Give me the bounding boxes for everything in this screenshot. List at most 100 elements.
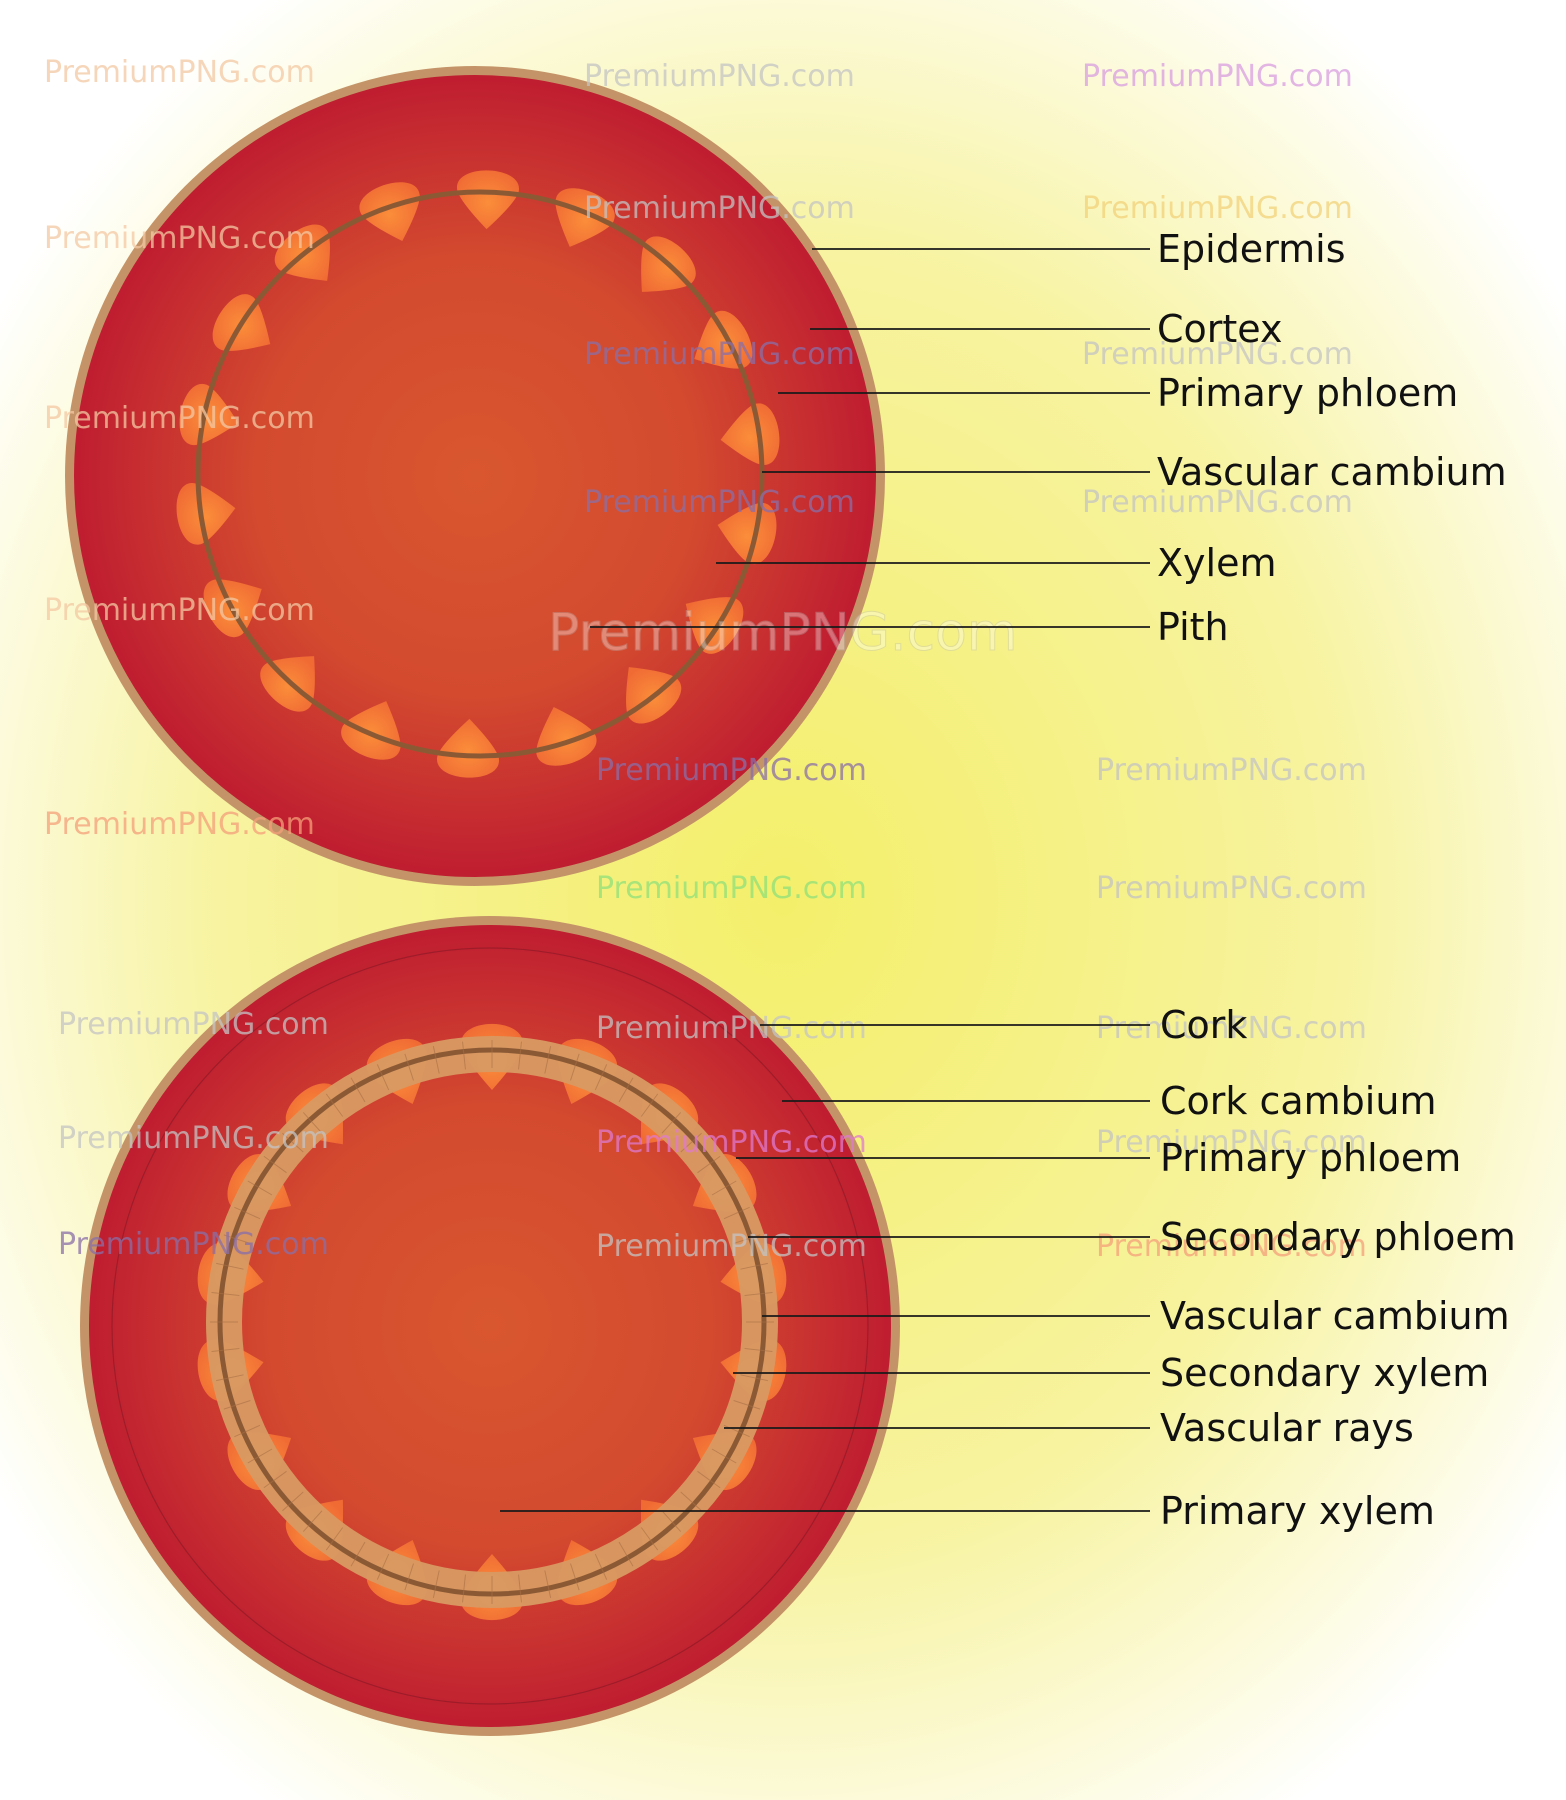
label-secondary-xylem: Secondary xylem: [1160, 1351, 1489, 1395]
vascular-ray: [594, 1064, 608, 1091]
label-pith: Pith: [1157, 605, 1229, 649]
vascular-ray: [216, 1374, 244, 1382]
vascular-ray: [325, 1527, 344, 1551]
watermark-text: PremiumPNG.com: [1082, 191, 1353, 226]
vascular-ray: [570, 1053, 580, 1081]
vascular-ray: [223, 1234, 251, 1244]
watermark-text: PremiumPNG.com: [44, 593, 315, 628]
label-primary-phloem: Primary phloem: [1157, 371, 1458, 415]
label-vascular-cambium-2: Vascular cambium: [1160, 1294, 1510, 1338]
vascular-ray: [211, 1348, 240, 1352]
vascular-ray: [404, 1563, 414, 1591]
watermark-text: PremiumPNG.com: [584, 485, 855, 520]
vascular-ray: [518, 1574, 522, 1603]
watermark-text: PremiumPNG.com: [1082, 485, 1353, 520]
vascular-ray: [711, 1180, 737, 1196]
watermark-text: PremiumPNG.com: [1096, 871, 1367, 906]
vascular-ray: [432, 1570, 440, 1598]
vascular-ray: [263, 1155, 287, 1174]
vascular-ray: [661, 1112, 682, 1134]
labels: Epidermis Cortex Primary phloem Vascular…: [1157, 227, 1516, 1533]
primary-vascular-bundle: [555, 188, 615, 247]
primary-vascular-bundle: [720, 403, 780, 466]
vascular-ray: [462, 1041, 466, 1070]
vascular-ray: [282, 1132, 304, 1153]
watermark-text: PremiumPNG.com: [1096, 1229, 1367, 1264]
watermark-text: PremiumPNG.com: [1082, 59, 1353, 94]
watermark-text: PremiumPNG.com: [1096, 753, 1367, 788]
vascular-ray: [723, 1206, 750, 1220]
watermark-text: PremiumPNG.com: [596, 1125, 867, 1160]
vascular-ray: [234, 1424, 261, 1438]
vascular-ray: [697, 1155, 721, 1174]
primary-vascular-bundle: [717, 502, 777, 565]
secondary-cork-cambium-ring: [111, 947, 869, 1705]
watermark-text: PremiumPNG.com: [1082, 337, 1353, 372]
watermark-text: PremiumPNG.com: [584, 337, 855, 372]
vascular-ray: [618, 1541, 634, 1567]
vascular-ray: [740, 1262, 768, 1270]
primary-vascular-bundle: [359, 182, 420, 241]
label-epidermis: Epidermis: [1157, 227, 1346, 271]
primary-vascular-cambium-ring: [195, 189, 765, 759]
watermark-text: PremiumPNG.com: [44, 401, 315, 436]
watermark-text: PremiumPNG.com: [1096, 1125, 1367, 1160]
watermark-text: PremiumPNG.com: [596, 1229, 867, 1264]
vascular-ray: [223, 1400, 251, 1410]
label-primary-phloem-2: Primary phloem: [1160, 1136, 1461, 1180]
primary-vascular-bundle: [456, 170, 520, 230]
secondary-stem-cross-section: [80, 916, 900, 1736]
vascular-ray: [211, 1292, 240, 1296]
label-primary-xylem: Primary xylem: [1160, 1489, 1435, 1533]
vascular-ray: [263, 1470, 287, 1489]
vascular-ray: [350, 1541, 366, 1567]
watermark-text-large: PremiumPNG.com: [548, 603, 1018, 663]
watermark-text: PremiumPNG.com: [584, 59, 855, 94]
vascular-ray: [661, 1510, 682, 1532]
vascular-ray: [711, 1448, 737, 1464]
watermark-text: PremiumPNG.com: [58, 1227, 329, 1262]
watermark-text: PremiumPNG.com: [584, 191, 855, 226]
label-cork: Cork: [1160, 1003, 1247, 1047]
vascular-ray: [570, 1563, 580, 1591]
vascular-ray: [680, 1132, 702, 1153]
label-xylem: Xylem: [1157, 541, 1276, 585]
vascular-ray: [234, 1206, 261, 1220]
watermark-text: PremiumPNG.com: [44, 807, 315, 842]
vascular-ray: [640, 1093, 659, 1117]
vascular-ray: [216, 1262, 244, 1270]
primary-vascular-bundle: [536, 707, 597, 766]
vascular-ray: [432, 1046, 440, 1074]
watermark-text: PremiumPNG.com: [44, 221, 315, 256]
vascular-ray: [740, 1374, 768, 1382]
vascular-ray: [404, 1053, 414, 1081]
vascular-ray: [744, 1292, 773, 1296]
vascular-ray: [376, 1553, 390, 1580]
vascular-ray: [544, 1046, 552, 1074]
vascular-ray: [744, 1348, 773, 1352]
label-vascular-rays: Vascular rays: [1160, 1406, 1414, 1450]
vascular-rays: [210, 1040, 774, 1604]
primary-vascular-bundle: [436, 718, 500, 778]
label-cork-cambium: Cork cambium: [1160, 1079, 1436, 1123]
label-vascular-cambium: Vascular cambium: [1157, 450, 1507, 494]
vascular-ray: [594, 1553, 608, 1580]
vascular-ray: [302, 1112, 323, 1134]
watermark-text: PremiumPNG.com: [58, 1007, 329, 1042]
vascular-ray: [350, 1077, 366, 1103]
vascular-ray: [462, 1574, 466, 1603]
watermark-text: PremiumPNG.com: [596, 871, 867, 906]
watermark-text: PremiumPNG.com: [596, 1011, 867, 1046]
vascular-ray: [518, 1041, 522, 1070]
vascular-ray: [697, 1470, 721, 1489]
label-cortex: Cortex: [1157, 307, 1283, 351]
vascular-ray: [302, 1510, 323, 1532]
vascular-ray: [247, 1448, 273, 1464]
label-secondary-phloem: Secondary phloem: [1160, 1215, 1516, 1259]
vascular-ray: [376, 1064, 390, 1091]
vascular-ray: [544, 1570, 552, 1598]
watermark-text: PremiumPNG.com: [58, 1121, 329, 1156]
